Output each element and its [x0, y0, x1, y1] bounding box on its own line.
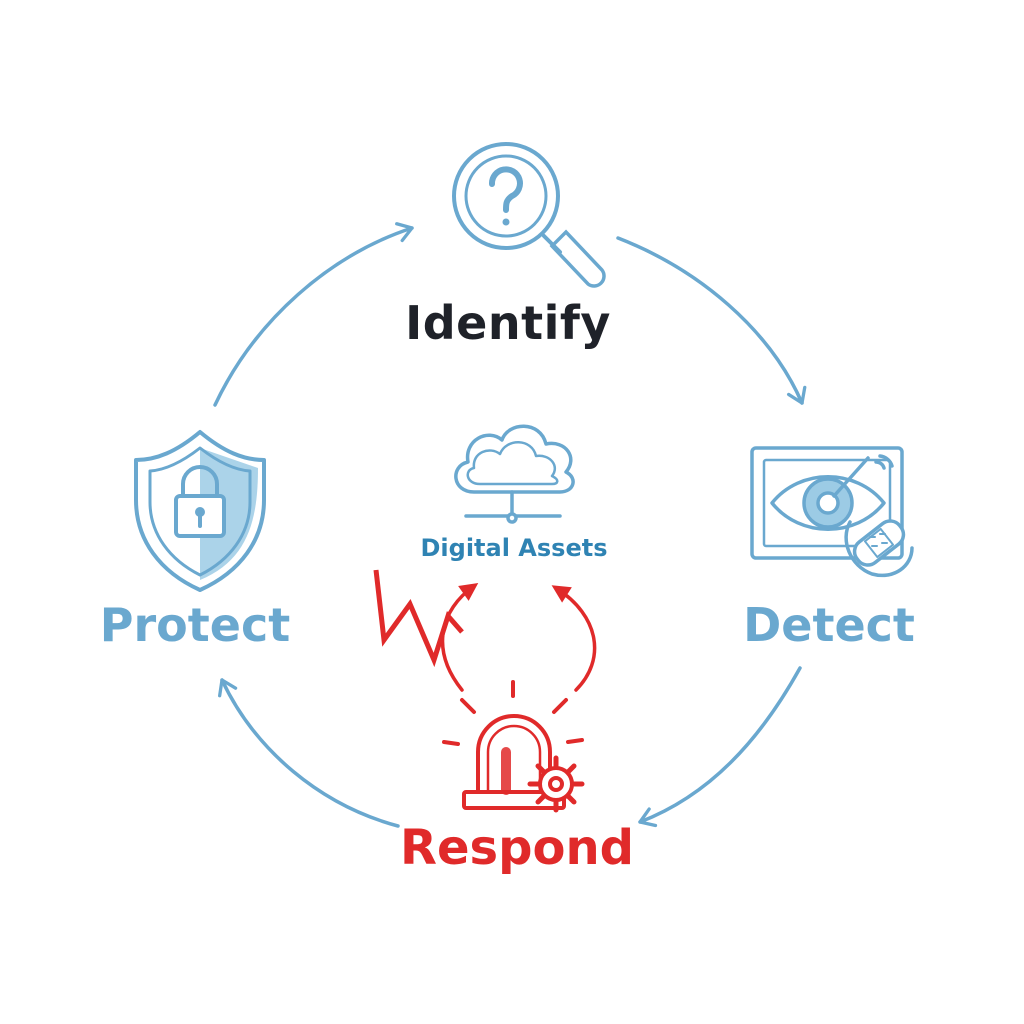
lightning-icon [373, 569, 464, 668]
arrow-protect-to-identify [213, 222, 414, 407]
arrow-respond-to-protect [218, 678, 400, 828]
detect-label: Detect [743, 598, 915, 652]
identify-label: Identify [405, 296, 611, 350]
digital-assets-label: Digital Assets [420, 534, 608, 562]
red-arrows [440, 582, 597, 692]
arrow-detect-to-respond [638, 666, 802, 828]
monitor-eye-icon [750, 446, 914, 578]
respond-label: Respond [400, 820, 634, 876]
red-arrow-right [551, 585, 597, 692]
shield-lock-icon [134, 430, 266, 592]
cycle-arrows [213, 222, 807, 828]
red-arrow-left [440, 582, 479, 692]
cloud-network-icon [454, 424, 575, 524]
protect-label: Protect [99, 598, 291, 652]
magnifier-question-icon [452, 142, 606, 288]
alarm-siren-gear-icon [442, 680, 585, 813]
arrow-identify-to-detect [616, 236, 807, 405]
